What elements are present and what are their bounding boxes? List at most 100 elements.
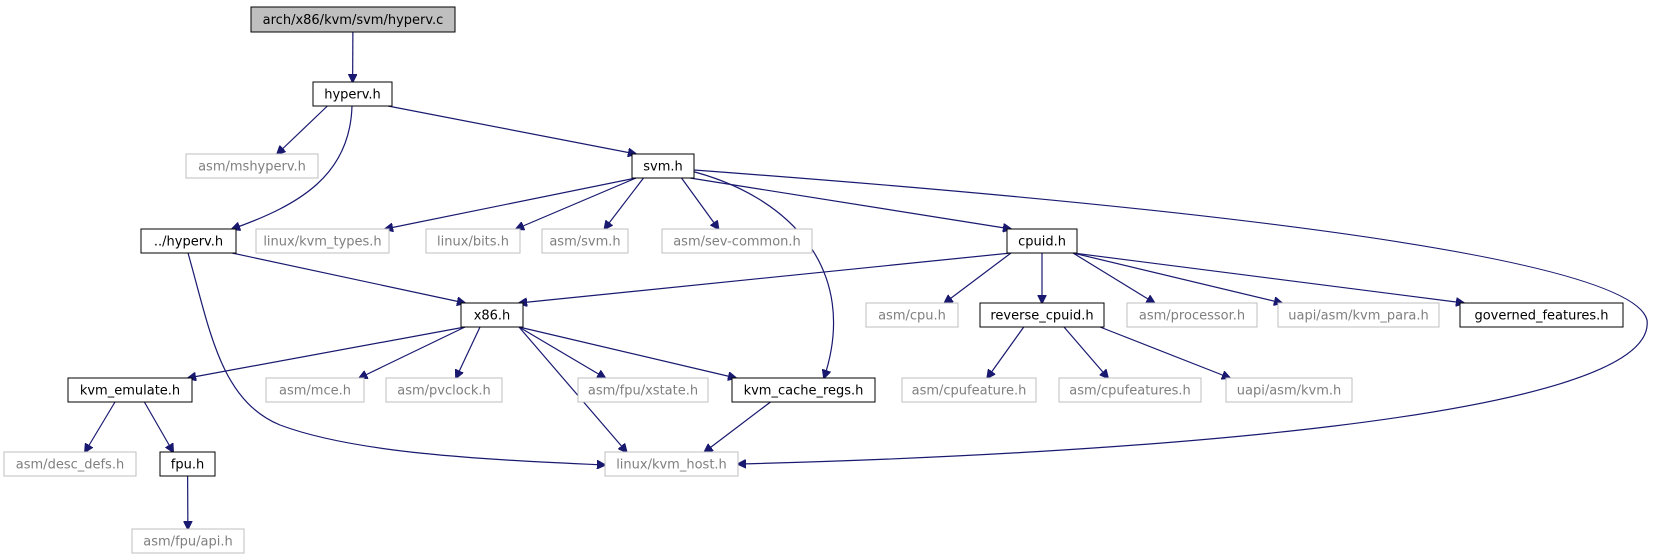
node-asm-mce: asm/mce.h bbox=[265, 377, 365, 403]
node-box bbox=[3, 451, 137, 477]
node-label: uapi/asm/kvm.h bbox=[1237, 384, 1342, 399]
node-box bbox=[661, 228, 813, 254]
node-label: asm/sev-common.h bbox=[673, 235, 801, 250]
edge-x86_h-to-fpu_xstate bbox=[518, 326, 605, 378]
node-label: asm/fpu/xstate.h bbox=[588, 384, 698, 399]
node-box bbox=[901, 377, 1037, 403]
node-label: asm/pvclock.h bbox=[397, 384, 491, 399]
node-label: governed_features.h bbox=[1474, 309, 1608, 324]
node-box bbox=[1277, 302, 1440, 328]
node-pvclock: asm/pvclock.h bbox=[385, 377, 503, 403]
node-label: asm/cpufeature.h bbox=[912, 384, 1027, 399]
node-label: asm/cpu.h bbox=[878, 309, 946, 324]
node-label: reverse_cpuid.h bbox=[990, 309, 1093, 324]
node-uapi-kvm: uapi/asm/kvm.h bbox=[1225, 377, 1353, 403]
node-sev-common: asm/sev-common.h bbox=[661, 228, 813, 254]
node-asm-cpu: asm/cpu.h bbox=[865, 302, 959, 328]
edge-cpuid_h-to-governed bbox=[1072, 252, 1464, 303]
node-box bbox=[131, 528, 245, 554]
node-label: kvm_emulate.h bbox=[80, 384, 180, 399]
node-box bbox=[140, 228, 237, 254]
node-hyperv-c[interactable]: arch/x86/kvm/svm/hyperv.c bbox=[250, 6, 456, 33]
node-box bbox=[460, 302, 524, 328]
node-fpu-h[interactable]: fpu.h bbox=[159, 451, 216, 477]
node-x86-h[interactable]: x86.h bbox=[460, 302, 524, 328]
node-governed[interactable]: governed_features.h bbox=[1459, 302, 1624, 328]
node-kvm-para: uapi/asm/kvm_para.h bbox=[1277, 302, 1440, 328]
node-hyperv-h[interactable]: hyperv.h bbox=[312, 81, 393, 107]
node-label: asm/fpu/api.h bbox=[143, 535, 232, 550]
edge-kvm_emulate-to-fpu_h bbox=[143, 401, 173, 452]
node-box bbox=[250, 6, 456, 33]
node-asm-mshyperv: asm/mshyperv.h bbox=[185, 153, 319, 179]
edge-x86_h-to-kvm_emulate bbox=[188, 326, 466, 378]
node-label: linux/bits.h bbox=[437, 235, 509, 250]
node-box bbox=[631, 153, 695, 179]
node-box bbox=[1006, 228, 1078, 254]
node-label: cpuid.h bbox=[1018, 235, 1066, 250]
node-label: hyperv.h bbox=[324, 88, 381, 103]
node-box bbox=[541, 228, 629, 254]
edge-kvm_emulate-to-desc_defs bbox=[85, 401, 116, 452]
node-reverse-cpuid[interactable]: reverse_cpuid.h bbox=[979, 302, 1105, 328]
edge-x86_h-to-asm_mce bbox=[359, 326, 466, 378]
node-box bbox=[1058, 377, 1202, 403]
node-label: linux/kvm_types.h bbox=[263, 235, 381, 250]
node-up-hyperv[interactable]: ../hyperv.h bbox=[140, 228, 237, 254]
node-cpuid-h[interactable]: cpuid.h bbox=[1006, 228, 1078, 254]
node-kvm-emulate[interactable]: kvm_emulate.h bbox=[67, 377, 193, 403]
node-label: ../hyperv.h bbox=[154, 235, 223, 250]
node-desc-defs: asm/desc_defs.h bbox=[3, 451, 137, 477]
edge-cpuid_h-to-x86_h bbox=[519, 252, 1012, 303]
node-label: linux/kvm_host.h bbox=[616, 458, 727, 473]
node-box bbox=[312, 81, 393, 107]
node-fpu-xstate: asm/fpu/xstate.h bbox=[577, 377, 709, 403]
edge-x86_h-to-pvclock bbox=[456, 326, 481, 378]
edge-svm_h-to-kvm_cache_regs bbox=[686, 169, 835, 378]
node-box bbox=[385, 377, 503, 403]
edge-cpuid_h-to-asm_cpu bbox=[945, 252, 1012, 303]
node-svm-h[interactable]: svm.h bbox=[631, 153, 695, 179]
node-label: asm/desc_defs.h bbox=[16, 458, 124, 473]
node-label: kvm_cache_regs.h bbox=[744, 384, 864, 399]
edges-layer bbox=[85, 31, 1648, 529]
node-label: asm/cpufeatures.h bbox=[1069, 384, 1191, 399]
node-box bbox=[185, 153, 319, 179]
node-box bbox=[731, 377, 876, 403]
edge-up_hyperv-to-x86_h bbox=[231, 252, 465, 303]
node-bits: linux/bits.h bbox=[425, 228, 521, 254]
edge-svm_h-to-bits bbox=[516, 177, 637, 229]
edge-hyperv_h-to-svm_h bbox=[387, 105, 636, 154]
node-kvm-host: linux/kvm_host.h bbox=[604, 451, 739, 477]
edge-reverse_cpuid-to-uapi_kvm bbox=[1099, 326, 1230, 378]
edge-svm_h-to-sev_common bbox=[681, 177, 719, 229]
node-asm-processor: asm/processor.h bbox=[1126, 302, 1258, 328]
node-label: asm/svm.h bbox=[549, 235, 620, 250]
node-label: uapi/asm/kvm_para.h bbox=[1288, 309, 1429, 324]
node-box bbox=[1459, 302, 1624, 328]
edge-cpuid_h-to-kvm_para bbox=[1072, 252, 1282, 303]
node-box bbox=[604, 451, 739, 477]
node-kvm-cache-regs[interactable]: kvm_cache_regs.h bbox=[731, 377, 876, 403]
node-label: svm.h bbox=[643, 160, 683, 175]
edge-svm_h-to-cpuid_h bbox=[689, 177, 1011, 229]
node-box bbox=[865, 302, 959, 328]
node-box bbox=[425, 228, 521, 254]
node-box bbox=[577, 377, 709, 403]
edge-kvm_cache_regs-to-kvm_host bbox=[705, 401, 771, 452]
node-label: fpu.h bbox=[171, 458, 204, 473]
node-box bbox=[265, 377, 365, 403]
node-label: asm/mce.h bbox=[279, 384, 351, 399]
edge-svm_h-to-kvm_host bbox=[693, 169, 1648, 464]
node-label: asm/mshyperv.h bbox=[198, 160, 306, 175]
node-box bbox=[979, 302, 1105, 328]
node-cpufeatures: asm/cpufeatures.h bbox=[1058, 377, 1202, 403]
edge-x86_h-to-kvm_cache_regs bbox=[518, 326, 736, 378]
node-asm-svm: asm/svm.h bbox=[541, 228, 629, 254]
node-label: asm/processor.h bbox=[1139, 309, 1245, 324]
node-box bbox=[1126, 302, 1258, 328]
edge-reverse_cpuid-to-cpufeatures bbox=[1063, 326, 1108, 378]
node-label: arch/x86/kvm/svm/hyperv.c bbox=[263, 13, 444, 28]
node-label: x86.h bbox=[474, 309, 511, 324]
